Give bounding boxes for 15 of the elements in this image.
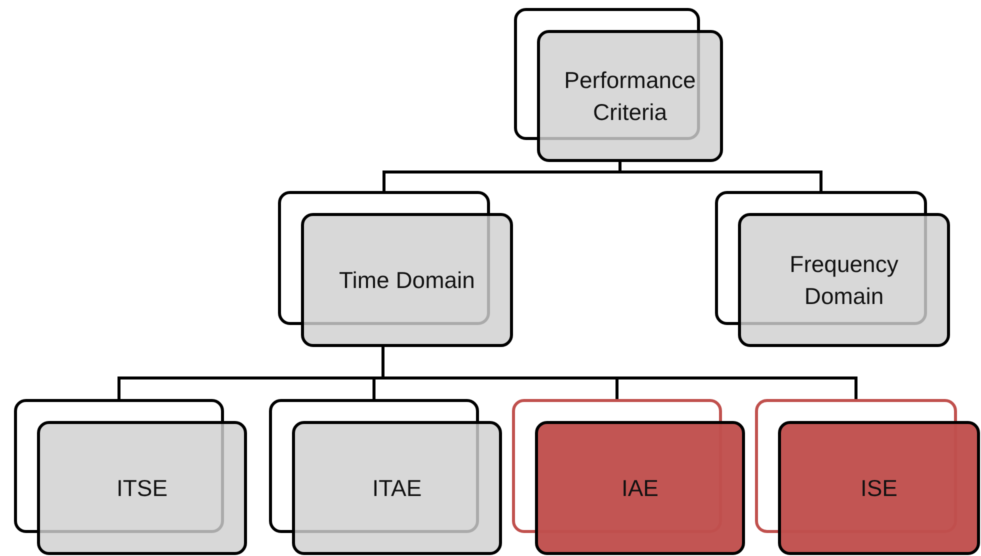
stacked-card (269, 399, 502, 555)
card-label: Performance Criteria (563, 66, 697, 127)
card-label: ITSE (116, 474, 168, 503)
stacked-card (14, 399, 247, 555)
card-label: Time Domain (339, 266, 475, 295)
stacked-card (755, 399, 980, 555)
card-label: IAE (621, 474, 659, 503)
stacked-card (278, 191, 513, 347)
card-label: ISE (860, 474, 898, 503)
stacked-card (715, 191, 950, 347)
card-label: Frequency Domain (788, 250, 900, 311)
connector-line (618, 162, 822, 191)
card-label: ITAE (372, 474, 422, 503)
stacked-card (514, 8, 723, 162)
stacked-card (512, 399, 745, 555)
